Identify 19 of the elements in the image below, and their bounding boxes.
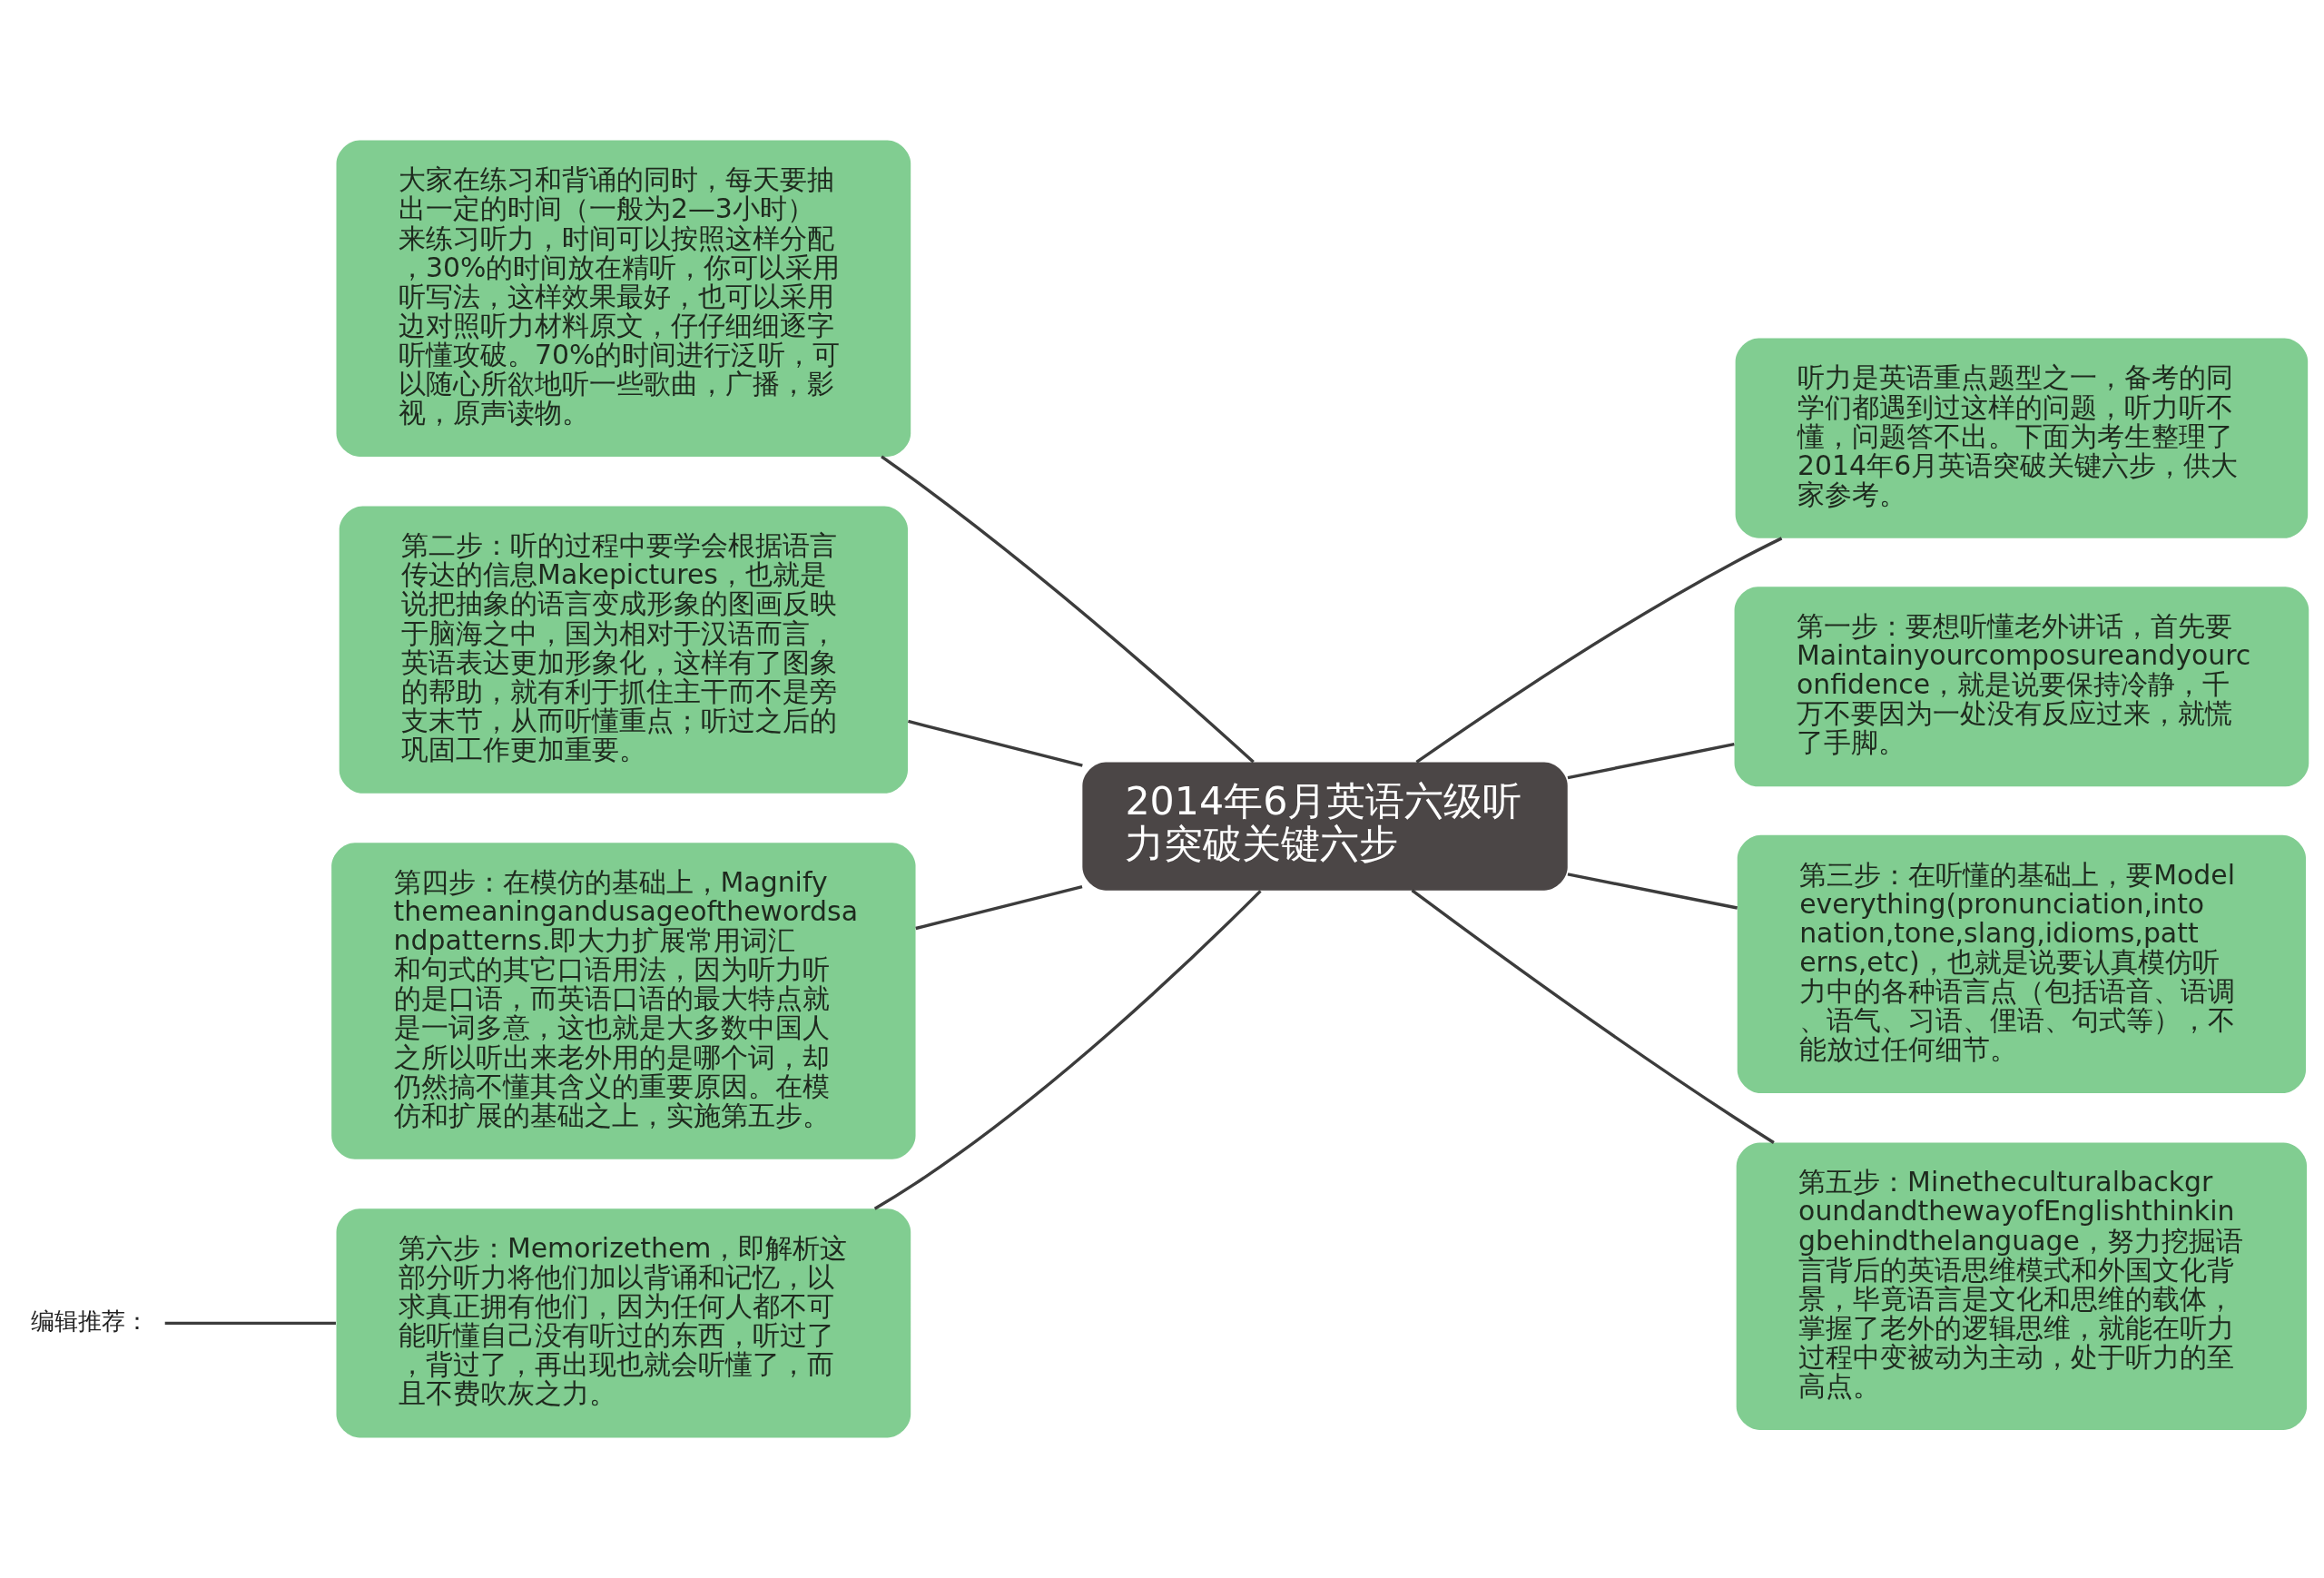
node-box: 第五步：MinetheculturalbackgroundandthewayofEnglishthinkingbehindthelanguage，努力挖掘语言背后的英语思维模式和外国文化背景，毕竟语言是文化和思维的载体，掌握了老外的逻辑思维，就能在听力过程中变被动为主动，处于听力的至高点。 [1736,1142,2308,1430]
connector [1415,537,1783,764]
connector [915,884,1083,931]
connector [1411,889,1775,1144]
connector [873,890,1262,1210]
node-text: 编辑推荐： [30,1307,149,1335]
node-box: 第六步：Memorizethem，即解析这部分听力将他们加以背诵和记忆，以求真正拥有他们，因为任何人都不可能听懂自己没有听过的东西，听过了，背过了，再出现也就会听懂了，而且不费吹灰之力。 [336,1208,911,1438]
node-box: 第四步：在模仿的基础上，Magnifythemeaningandusageofthewordsandpatterns.即大力扩展常用词汇和句式的其它口语用法，因为听力听的是口语，而英语口语的最大特点就是一词多意，这也就是大多数中国人之所以听出来老外用的是哪个词，却仍然搞不懂其含义的重要原因。在模仿和扩展的基础之上，实施第五步。 [331,843,916,1159]
node-box: 2014年6月英语六级听力突破关键六步 [1082,762,1568,891]
node-box: 第三步：在听懂的基础上，要Modeleverything(pronunciation,intonation,tone,slang,idioms,patterns,etc)，也就是说要认真模仿听力中的各种语言点（包括语音、语调、语气、习语、俚语、句式等），不能放过任何细节。 [1737,834,2307,1094]
node-box: 听力是英语重点题型之一，备考的同学们都遇到过这样的问题，听力听不懂，问题答不出。下面为考生整理了2014年6月英语突破关键六步，供大家参考。 [1735,338,2309,538]
node-box: 第二步：听的过程中要学会根据语言传达的信息Makepictures，也就是说把抽象的语言变成形象的图画反映于脑海之中，国为相对于汉语而言，英语表达更加形象化，这样有了图象的帮助，就有利于抓住主干而不是旁支末节，从而听懂重点；听过之后的巩固工作更加重要。 [339,506,908,794]
node-box: 第一步：要想听懂老外讲话，首先要Maintainyourcomposureandyourconfidence，就是说要保持冷静，千万不要因为一处没有反应过来，就慌了手脚。 [1734,587,2309,787]
connector [1567,873,1738,910]
connector [881,455,1255,764]
connector [1567,743,1735,780]
node-box: 大家在练习和背诵的同时，每天要抽出一定的时间（一般为2—3小时）来练习听力，时间可以按照这样分配，30%的时间放在精听，你可以采用听写法，这样效果最好，也可以采用边对照听力材料原文，仔仔细细逐字听懂攻破。70%的时间进行泛听，可以随心所欲地听一些歌曲，广播，影视，原声读物。 [336,140,911,457]
connector [908,719,1083,767]
connector [164,1321,336,1326]
